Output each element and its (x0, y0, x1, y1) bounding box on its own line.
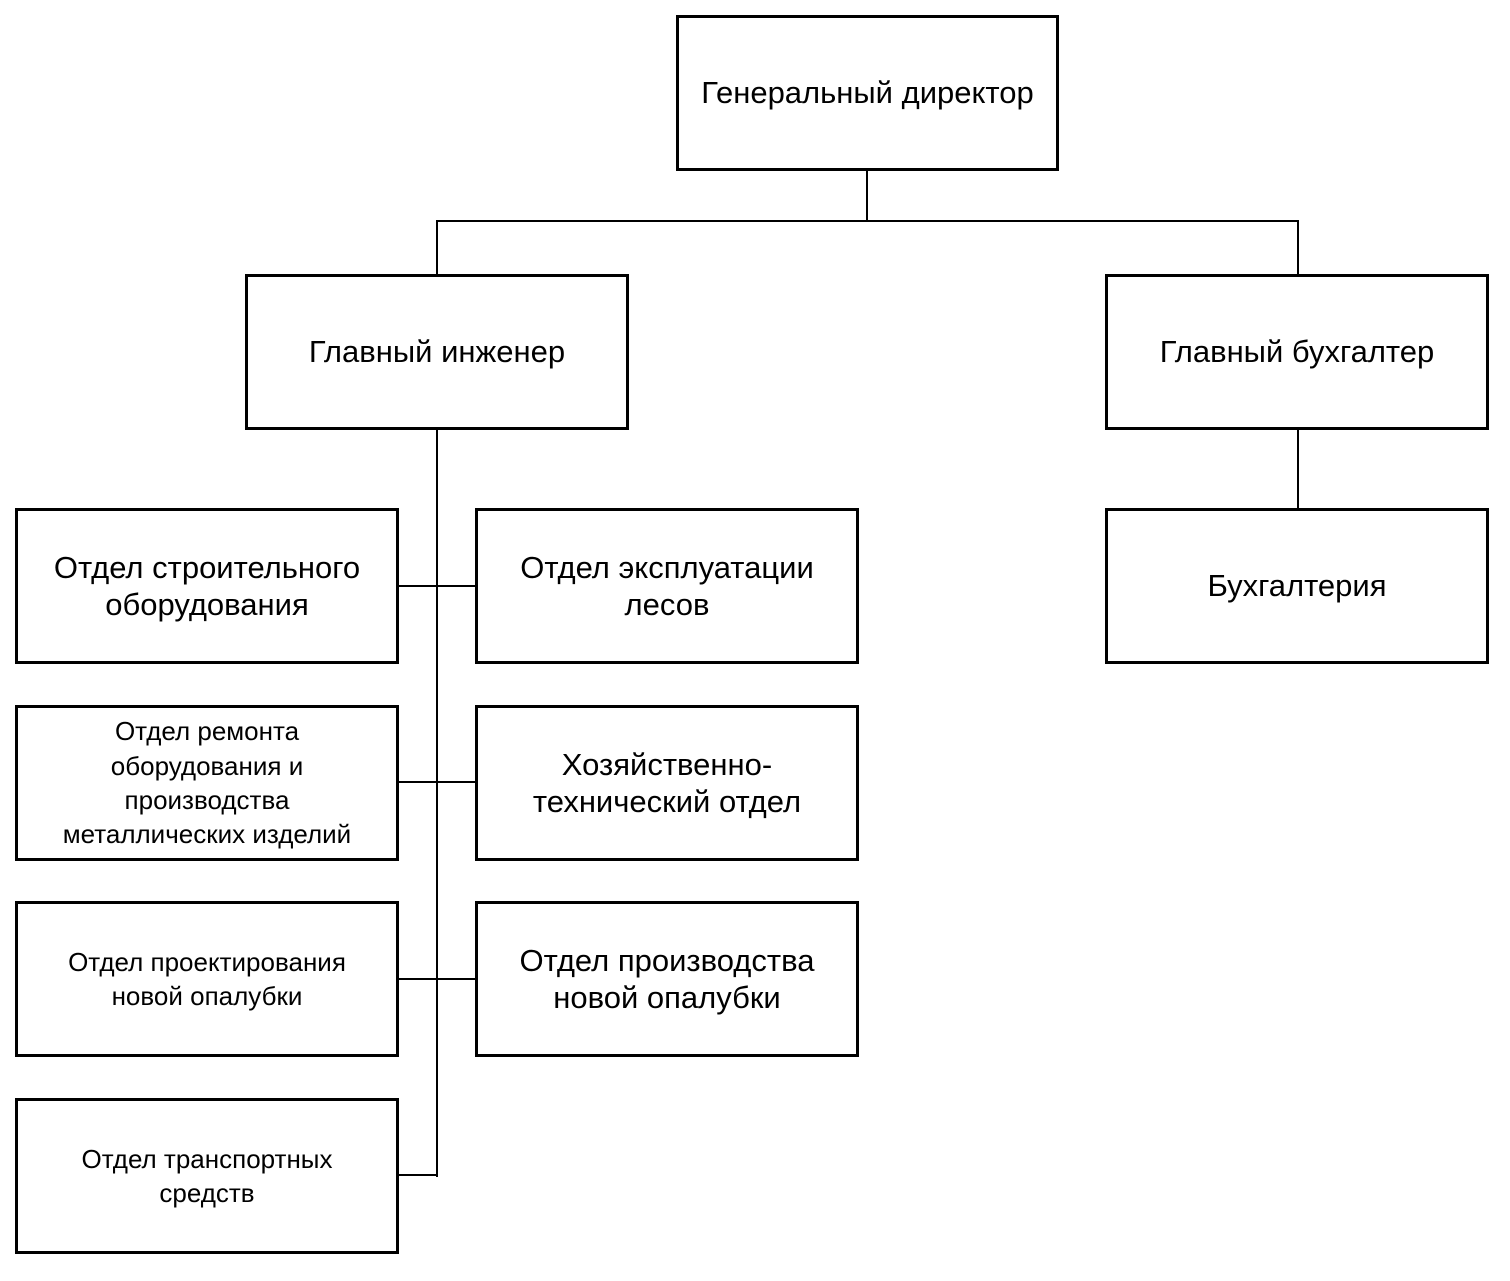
node-formwork-production-label: Отдел производства новой опалубки (519, 942, 815, 1015)
node-scaffolding-operation: Отдел эксплуатации лесов (475, 508, 859, 664)
node-construction-equipment: Отдел строительного оборудования (15, 508, 399, 664)
node-scaffolding-operation-label: Отдел эксплуатации лесов (520, 549, 814, 622)
connector-engineer-spine (436, 429, 438, 1177)
connector-row-1 (398, 585, 476, 587)
connector-to-chief-engineer (436, 220, 438, 275)
node-equipment-repair-label: Отдел ремонта оборудования и производств… (62, 716, 352, 850)
node-formwork-design-label: Отдел проектирования новой опалубки (68, 946, 346, 1011)
node-maintenance-label: Хозяйственно- технический отдел (532, 746, 802, 819)
connector-row-4 (398, 1174, 438, 1176)
node-chief-accountant-label: Главный бухгалтер (1159, 334, 1435, 370)
node-accounting: Бухгалтерия (1105, 508, 1489, 664)
node-accounting-label: Бухгалтерия (1207, 568, 1387, 604)
connector-row-2 (398, 781, 476, 783)
connector-director-down (866, 170, 868, 222)
node-formwork-production: Отдел производства новой опалубки (475, 901, 859, 1057)
connector-row-3 (398, 978, 476, 980)
node-formwork-design: Отдел проектирования новой опалубки (15, 901, 399, 1057)
node-director: Генеральный директор (676, 15, 1059, 171)
node-chief-engineer-label: Главный инженер (308, 334, 566, 370)
node-chief-engineer: Главный инженер (245, 274, 629, 430)
node-transport: Отдел транспортных средств (15, 1098, 399, 1254)
node-transport-label: Отдел транспортных средств (81, 1143, 333, 1208)
node-maintenance: Хозяйственно- технический отдел (475, 705, 859, 861)
node-director-label: Генеральный директор (701, 75, 1034, 111)
node-construction-equipment-label: Отдел строительного оборудования (53, 549, 361, 622)
connector-top-bus (436, 220, 1299, 222)
node-chief-accountant: Главный бухгалтер (1105, 274, 1489, 430)
node-equipment-repair: Отдел ремонта оборудования и производств… (15, 705, 399, 861)
connector-accountant-down (1297, 429, 1299, 509)
connector-to-chief-accountant (1297, 220, 1299, 275)
